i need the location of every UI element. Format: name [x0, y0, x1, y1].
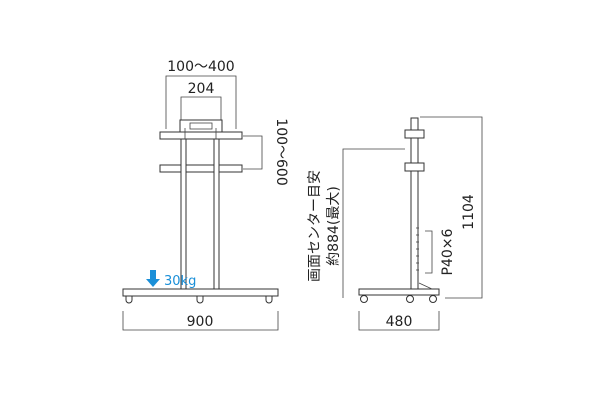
adjustment-holes [416, 227, 419, 271]
lower-vesa-arm [159, 164, 243, 173]
front-right-pole [213, 138, 220, 290]
front-caster-center [196, 296, 204, 304]
side-caster-front [429, 295, 437, 303]
side-caster-rear [360, 295, 368, 303]
height-dimension: 1104 [420, 116, 483, 299]
vesa-width-dimension: 100～400 [165, 59, 237, 129]
front-caster-right [265, 296, 273, 304]
base-width-dimension: 900 [122, 311, 279, 331]
vesa-width-label: 100～400 [167, 59, 234, 75]
vesa-height-dimension: 100～600 [243, 118, 289, 186]
side-base [358, 288, 440, 296]
weight-indicator: 30kg [146, 270, 196, 289]
pitch-dimension: P40×6 [425, 228, 456, 275]
depth-dimension: 480 [358, 311, 440, 331]
upper-vesa-arm [159, 131, 243, 140]
pitch-label: P40×6 [440, 228, 456, 275]
vesa-height-label: 100～600 [273, 118, 289, 185]
pole-spacing-dimension: 204 [180, 81, 222, 122]
depth-label: 480 [386, 314, 413, 330]
base-width-label: 900 [187, 314, 214, 330]
side-upper-bracket [404, 129, 425, 139]
weight-label: 30kg [164, 274, 196, 289]
side-pole [410, 117, 419, 291]
weight-arrow-icon [150, 270, 156, 279]
screen-center-label: 画面センター目安 約884(最大) [307, 170, 342, 282]
top-bracket-plate-inner [189, 122, 213, 130]
side-foot-support [418, 282, 433, 290]
front-caster-left [125, 296, 133, 304]
front-left-pole [180, 138, 187, 290]
screen-center-label-line1: 画面センター目安 [307, 170, 323, 282]
side-view: 画面センター目安 約884(最大) P40×6 1104 [307, 116, 483, 331]
front-base [122, 288, 279, 297]
pole-spacing-label: 204 [188, 81, 215, 97]
front-view: 100～400 204 100～600 30kg [122, 59, 289, 331]
side-lower-bracket [404, 162, 425, 172]
screen-center-label-line2: 約884(最大) [326, 186, 342, 266]
height-label: 1104 [461, 194, 477, 230]
side-caster-center [406, 295, 414, 303]
screen-center-reference [342, 148, 405, 298]
